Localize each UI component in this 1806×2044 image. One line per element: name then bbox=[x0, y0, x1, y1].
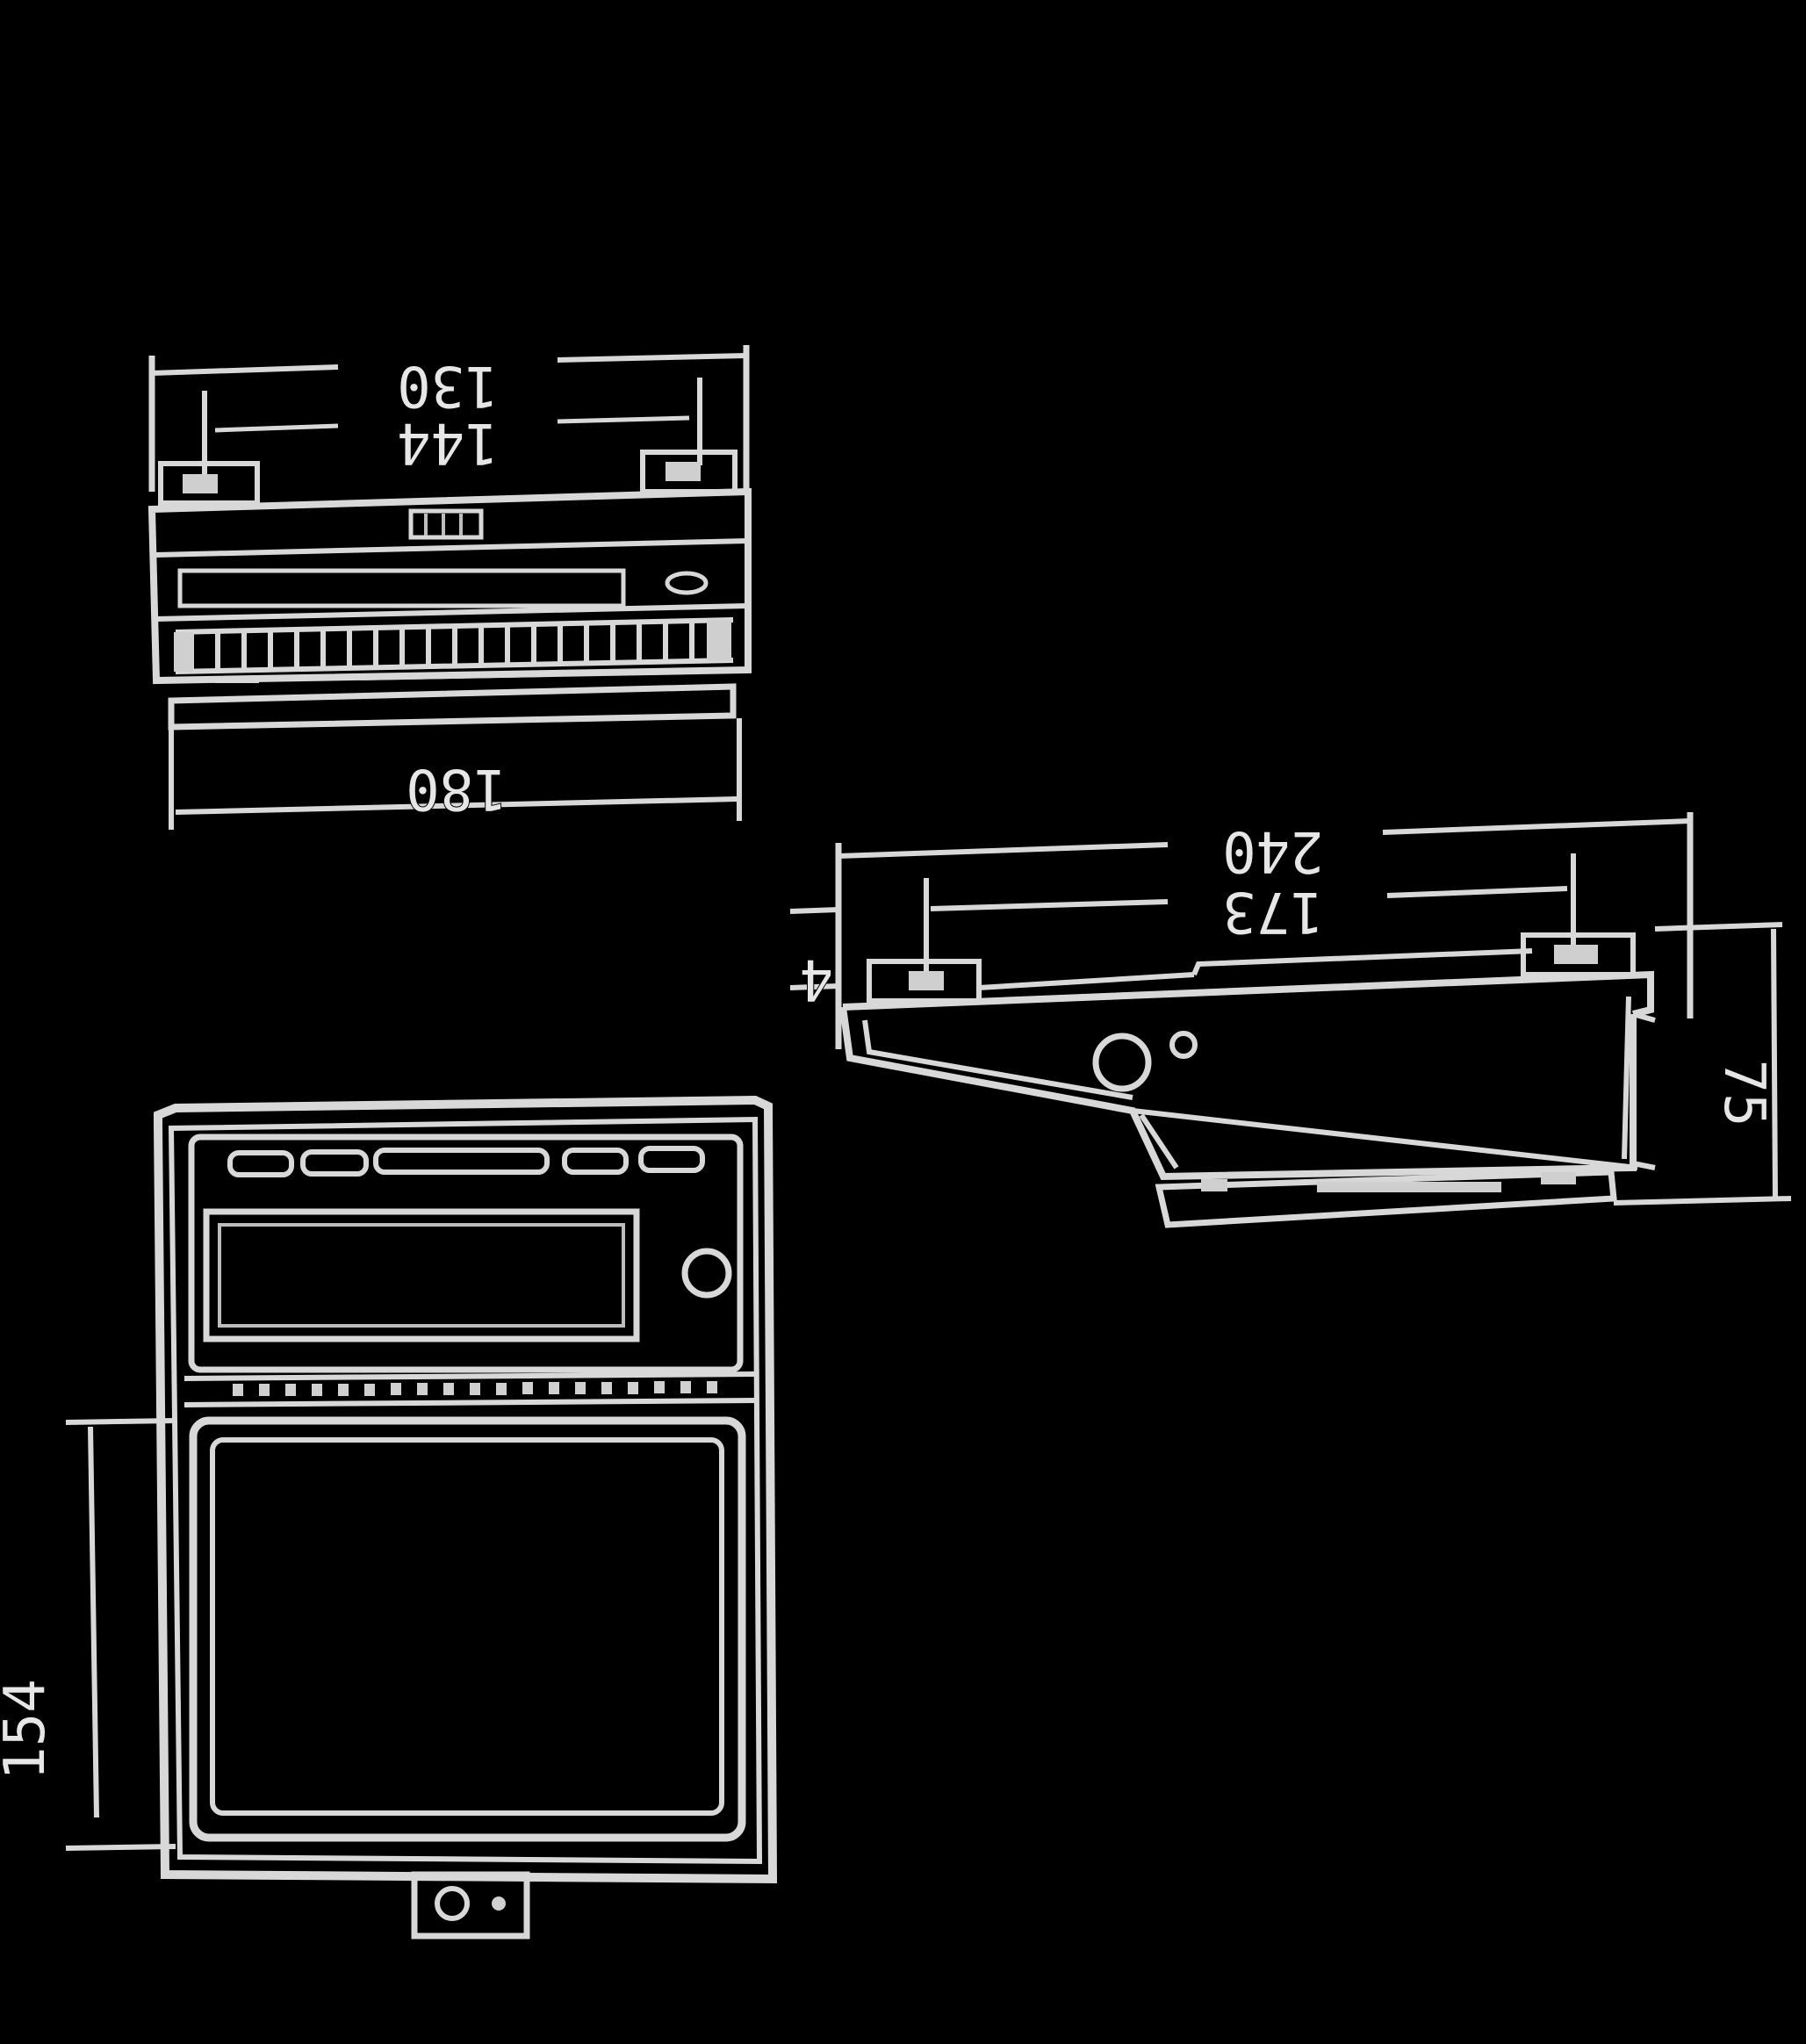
dim-overall-length: 240 bbox=[835, 812, 1694, 1049]
dim-label-front-height: 154 bbox=[0, 1679, 58, 1781]
dim-label-overall-length: 240 bbox=[1222, 818, 1324, 883]
side-view-base bbox=[1155, 1169, 1617, 1228]
dim-overall-width: 130 bbox=[148, 345, 750, 492]
dim-label-offset: 4 bbox=[800, 946, 834, 1011]
bottom-mount-tab bbox=[411, 1871, 530, 1940]
terminal-fins bbox=[174, 617, 734, 674]
terminal-strip bbox=[183, 1371, 756, 1407]
display-window bbox=[203, 1208, 640, 1342]
dim-label-overall-width: 130 bbox=[397, 353, 499, 418]
side-view: 240 173 4 bbox=[789, 812, 1792, 1228]
dim-label-inner-length: 173 bbox=[1222, 879, 1324, 944]
dim-label-inner-width: 144 bbox=[397, 410, 499, 475]
dim-inner-width: 144 bbox=[202, 378, 702, 476]
mount-clip-right bbox=[640, 450, 738, 494]
dim-front-height: 154 bbox=[0, 1418, 176, 1851]
mount-clip-left bbox=[158, 461, 260, 506]
terminal-cover bbox=[189, 1416, 746, 1842]
dim-height: 75 bbox=[1613, 922, 1792, 1206]
indicator-light-icon bbox=[681, 1248, 732, 1299]
dim-inner-length: 173 bbox=[924, 853, 1576, 988]
front-view-body bbox=[154, 1095, 778, 1884]
side-view-housing bbox=[839, 948, 1656, 1181]
front-view: 154 bbox=[0, 1095, 778, 1940]
side-mount-clip-right bbox=[1521, 932, 1636, 977]
top-view-body bbox=[148, 487, 752, 685]
top-view: 130 144 bbox=[148, 345, 752, 830]
dim-label-height: 75 bbox=[1711, 1059, 1776, 1126]
mount-hole-icon bbox=[435, 1886, 470, 1921]
dim-depth: 180 bbox=[169, 718, 742, 830]
indicator-row bbox=[227, 1146, 705, 1177]
top-view-base bbox=[168, 669, 737, 731]
dim-label-depth: 180 bbox=[406, 756, 507, 821]
dim-offset: 4 bbox=[789, 907, 839, 1012]
